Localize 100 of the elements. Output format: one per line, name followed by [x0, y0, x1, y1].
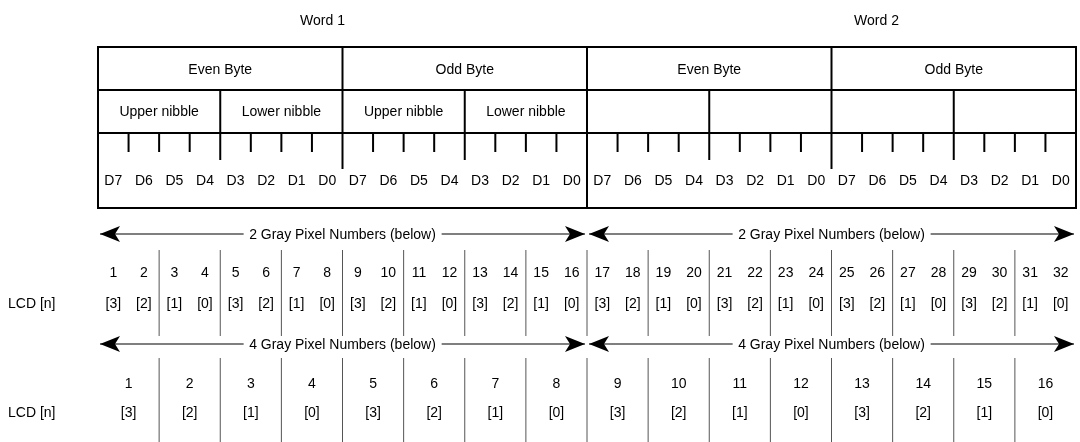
pixel-number: 18 [625, 264, 641, 280]
lcd-index: [0] [548, 404, 565, 420]
pixel-number: 12 [441, 264, 458, 280]
bit-label: D4 [685, 172, 703, 188]
lcd-index: [0] [563, 295, 580, 311]
lcd-index: [3] [594, 295, 611, 311]
pixel-number: 16 [563, 264, 580, 280]
pixel-number: 13 [854, 375, 870, 391]
pixel-number: 8 [552, 375, 561, 391]
bit-label: D6 [134, 172, 153, 188]
pixel-number: 1 [109, 264, 118, 280]
column-heading: Word 1 [300, 12, 345, 28]
bit-label: D6 [623, 172, 642, 188]
bit-label: D7 [837, 172, 856, 188]
bit-label: D7 [348, 172, 367, 188]
lcd-index: [2] [426, 404, 442, 420]
bit-label: D1 [532, 172, 551, 188]
bit-label: D2 [990, 172, 1009, 188]
bit-label: D5 [409, 172, 428, 188]
lcd-index: [0] [1037, 404, 1054, 420]
lcd-index: [1] [900, 295, 916, 311]
pixel-number: 24 [808, 264, 824, 280]
lcd-index: [0] [197, 295, 213, 311]
pixel-number: 2 [185, 375, 194, 391]
lcd-index: [3] [716, 295, 733, 311]
lcd-index: [0] [304, 404, 320, 420]
lcd-index: [2] [258, 295, 274, 311]
byte-header: Even Byte [188, 61, 253, 77]
pixel-number: 16 [1037, 375, 1054, 391]
pixel-number: 23 [777, 264, 794, 280]
pixel-number: 20 [686, 264, 702, 280]
pixel-number: 15 [533, 264, 549, 280]
lcd-index: [1] [1022, 295, 1038, 311]
lcd-index: [1] [288, 295, 305, 311]
lcd-index: [3] [961, 295, 977, 311]
bit-label: D3 [471, 172, 489, 188]
pixel-number: 15 [976, 375, 993, 391]
pixel-number: 14 [915, 375, 931, 391]
bit-label: D0 [807, 172, 826, 188]
lcd-index: [1] [487, 404, 504, 420]
bit-label: D4 [440, 172, 459, 188]
nibble-header: Upper nibble [119, 103, 199, 119]
lcd-index: [3] [472, 295, 488, 311]
pixel-number: 11 [732, 375, 748, 391]
pixel-number: 3 [246, 375, 255, 391]
nibble-header: Upper nibble [363, 103, 444, 119]
lcd-index: [2] [869, 295, 886, 311]
pixel-number: 14 [502, 264, 519, 280]
bit-label: D0 [318, 172, 337, 188]
pixel-number: 1 [124, 375, 133, 391]
byte-header: Odd Byte [435, 61, 494, 77]
lcd-index: [1] [655, 295, 672, 311]
bit-label: D5 [654, 172, 673, 188]
nibble-header: Lower nibble [486, 103, 566, 119]
pixel-number: 30 [991, 264, 1008, 280]
pixel-number: 28 [930, 264, 947, 280]
bit-label: D5 [898, 172, 917, 188]
pixel-number: 22 [747, 264, 763, 280]
pixel-number: 31 [1022, 264, 1038, 280]
lcd-index: [2] [915, 404, 931, 420]
pixel-number: 6 [262, 264, 270, 280]
lcd-index: [2] [502, 295, 519, 311]
pixel-number: 32 [1052, 264, 1069, 280]
lcd-index: [3] [839, 295, 855, 311]
pixel-number: 17 [594, 264, 611, 280]
pixel-number: 27 [900, 264, 916, 280]
lcd-index: [2] [380, 295, 397, 311]
lcd-index: [3] [350, 295, 366, 311]
lcd-index: [0] [930, 295, 947, 311]
lcd-index: [1] [976, 404, 993, 420]
lcd-index: [0] [686, 295, 702, 311]
lcd-index: [0] [441, 295, 458, 311]
lcd-index: [1] [166, 295, 183, 311]
byte-header: Odd Byte [924, 61, 983, 77]
bit-label: D0 [1051, 172, 1070, 188]
pixel-number: 6 [430, 375, 439, 391]
bit-label: D1 [287, 172, 306, 188]
bit-label: D4 [196, 172, 214, 188]
pixel-number: 21 [716, 264, 733, 280]
byte-header: Even Byte [677, 61, 742, 77]
lcd-index: [2] [136, 295, 152, 311]
bit-label: D1 [1021, 172, 1040, 188]
lcd-index: [0] [1052, 295, 1069, 311]
span-label: 4 Gray Pixel Numbers (below) [732, 336, 931, 352]
pixel-number: 29 [961, 264, 977, 280]
pixel-number: 11 [411, 264, 427, 280]
pixel-number: 2 [139, 264, 148, 280]
pixel-number: 5 [369, 375, 377, 391]
lcd-index: [1] [533, 295, 549, 311]
pixel-number: 7 [292, 264, 301, 280]
column-heading: Word 2 [854, 12, 899, 28]
lcd-index: [3] [609, 404, 626, 420]
pixel-number: 4 [201, 264, 209, 280]
lcd-index: [3] [227, 295, 244, 311]
lcd-index: [2] [181, 404, 198, 420]
pixel-number: 19 [655, 264, 672, 280]
lcd-index: [1] [243, 404, 259, 420]
bit-label: D3 [226, 172, 245, 188]
bit-label: D5 [165, 172, 184, 188]
lcd-index: [0] [808, 295, 824, 311]
